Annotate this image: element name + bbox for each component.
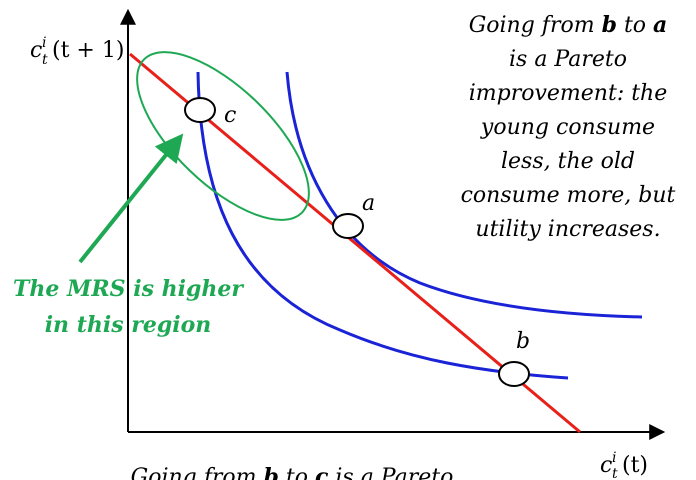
svg-text:consume more, but: consume more, but <box>461 183 676 208</box>
svg-text:improvement: the: improvement: the <box>469 81 668 106</box>
mrs-annotation: The MRS is higher in this region <box>13 276 244 338</box>
svg-text:i: i <box>612 450 616 466</box>
svg-text:t: t <box>42 52 48 68</box>
x-axis-label: c i t (t) <box>600 450 648 480</box>
svg-text:(t + 1): (t + 1) <box>52 38 124 63</box>
svg-text:is a Pareto: is a Pareto <box>509 47 627 72</box>
point-a-marker <box>332 213 364 239</box>
svg-text:c: c <box>30 38 42 63</box>
point-c-marker <box>184 97 216 123</box>
pareto-annotation-bottom: Going from b to c is a Pareto <box>131 464 454 480</box>
svg-text:young consume: young consume <box>480 115 655 140</box>
svg-text:c: c <box>600 453 612 478</box>
point-c-label: c <box>224 103 236 128</box>
mrs-region-ellipse <box>136 51 310 221</box>
svg-text:i: i <box>42 35 46 51</box>
svg-text:Going from b to a: Going from b to a <box>469 12 668 38</box>
svg-text:(t): (t) <box>622 453 648 478</box>
svg-text:less, the old: less, the old <box>501 149 635 174</box>
svg-text:The MRS is higher: The MRS is higher <box>13 276 244 302</box>
point-a-label: a <box>362 191 375 216</box>
svg-text:in this region: in this region <box>45 312 212 338</box>
y-axis-label: c i t (t + 1) <box>30 35 124 68</box>
mrs-region-arrow <box>78 133 184 264</box>
svg-text:t: t <box>612 466 618 480</box>
pareto-annotation-right: Going from b to a is a Pareto improvemen… <box>461 12 676 242</box>
svg-text:utility increases.: utility increases. <box>475 217 660 242</box>
indifference-curve-inner <box>196 71 569 380</box>
indifference-curve-outer <box>285 71 643 319</box>
point-b-label: b <box>516 329 530 354</box>
point-b-marker <box>498 361 530 387</box>
